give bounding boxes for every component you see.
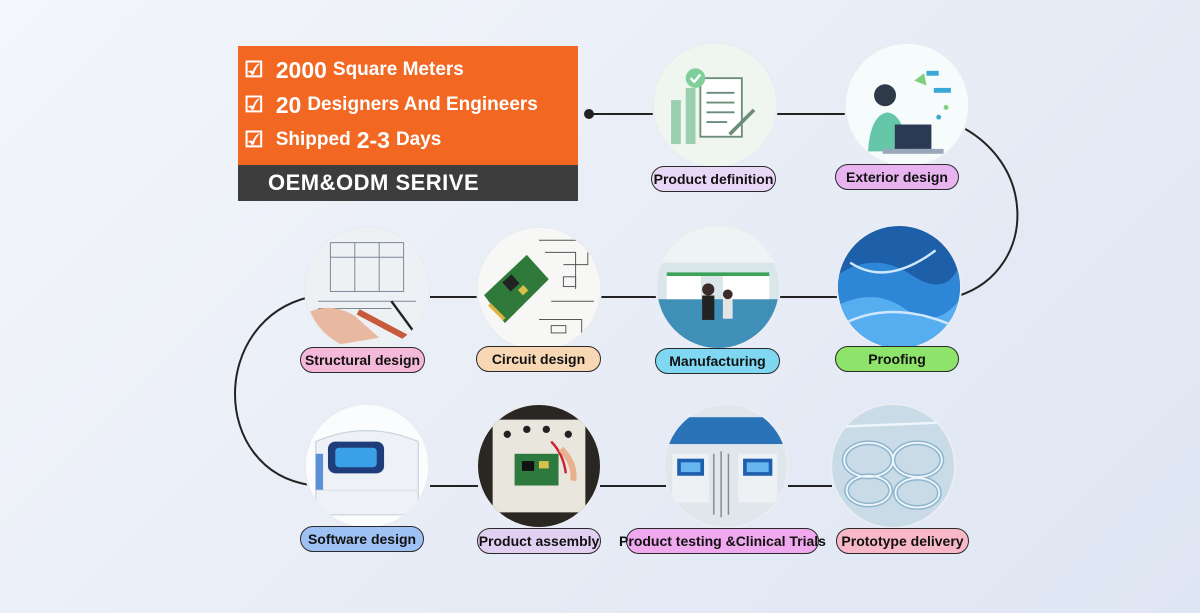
step-product-definition-image xyxy=(654,44,776,166)
device-screen-icon xyxy=(306,405,428,527)
step-exterior-design-image xyxy=(846,44,968,166)
step-label-text: Structural design xyxy=(304,352,421,368)
banner-line-team: ☑ 20 Designers And Engineers xyxy=(244,89,538,121)
assembly-board-icon xyxy=(478,405,600,527)
step-label-text: Prototype delivery xyxy=(841,533,964,549)
step-product-testing-image xyxy=(665,405,787,527)
step-label-proofing: Proofing xyxy=(835,346,959,372)
shipping-text: Days xyxy=(395,129,442,150)
step-label-text: Product testing &Clinical Trials xyxy=(619,533,826,549)
step-label-text: Circuit design xyxy=(491,351,586,367)
checkmark-icon: ☑ xyxy=(244,92,264,117)
step-product-assembly-image xyxy=(478,405,600,527)
step-label-text: Proofing xyxy=(868,351,926,367)
shipping-days-number: 2-3 xyxy=(356,126,390,153)
testing-machine-icon xyxy=(665,405,787,527)
checkmark-icon: ☑ xyxy=(244,127,264,152)
circuit-board-icon xyxy=(478,228,600,350)
step-circuit-design-image xyxy=(478,228,600,350)
designer-laptop-icon xyxy=(846,44,968,166)
blueprint-icon xyxy=(306,228,428,350)
checkmark-icon: ☑ xyxy=(244,57,264,82)
step-label-text: Exterior design xyxy=(846,169,948,185)
step-structural-design-image xyxy=(306,228,428,350)
step-label-manufacturing: Manufacturing xyxy=(655,348,780,374)
step-label-text: Product assembly xyxy=(478,533,600,549)
step-label-text: Software design xyxy=(307,531,417,547)
banner-line-shipping: ☑ Shipped 2-3 Days xyxy=(244,124,441,156)
step-label-exterior-design: Exterior design xyxy=(835,164,959,190)
step-label-prototype-delivery: Prototype delivery xyxy=(836,528,969,554)
document-checklist-icon xyxy=(654,44,776,166)
step-manufacturing-image xyxy=(657,226,779,348)
step-label-text: Product definition xyxy=(653,171,774,187)
step-proofing-image xyxy=(838,226,960,348)
team-number: 20 xyxy=(275,91,302,118)
step-label-structural-design: Structural design xyxy=(300,347,425,373)
shipping-pre-text: Shipped xyxy=(275,129,351,150)
banner-line-area: ☑ 2000 Square Meters xyxy=(244,54,464,86)
tubing-coils-icon xyxy=(832,405,954,527)
team-text: Designers And Engineers xyxy=(307,94,538,115)
factory-line-icon xyxy=(657,226,779,348)
area-number: 2000 xyxy=(275,56,327,83)
step-label-product-testing: Product testing &Clinical Trials xyxy=(619,528,826,554)
step-label-product-assembly: Product assembly xyxy=(477,528,601,554)
step-software-design-image xyxy=(306,405,428,527)
banner-footer: OEM&ODM SERIVE xyxy=(238,165,578,201)
step-label-text: Manufacturing xyxy=(669,353,766,369)
area-text: Square Meters xyxy=(332,59,464,80)
flow-start-dot xyxy=(584,109,594,119)
step-label-software-design: Software design xyxy=(300,526,424,552)
capabilities-banner: ☑ 2000 Square Meters ☑ 20 Designers And … xyxy=(238,46,578,201)
step-prototype-delivery-image xyxy=(832,405,954,527)
step-label-circuit-design: Circuit design xyxy=(476,346,601,372)
step-label-product-definition: Product definition xyxy=(651,166,776,192)
blue-parts-icon xyxy=(838,226,960,348)
